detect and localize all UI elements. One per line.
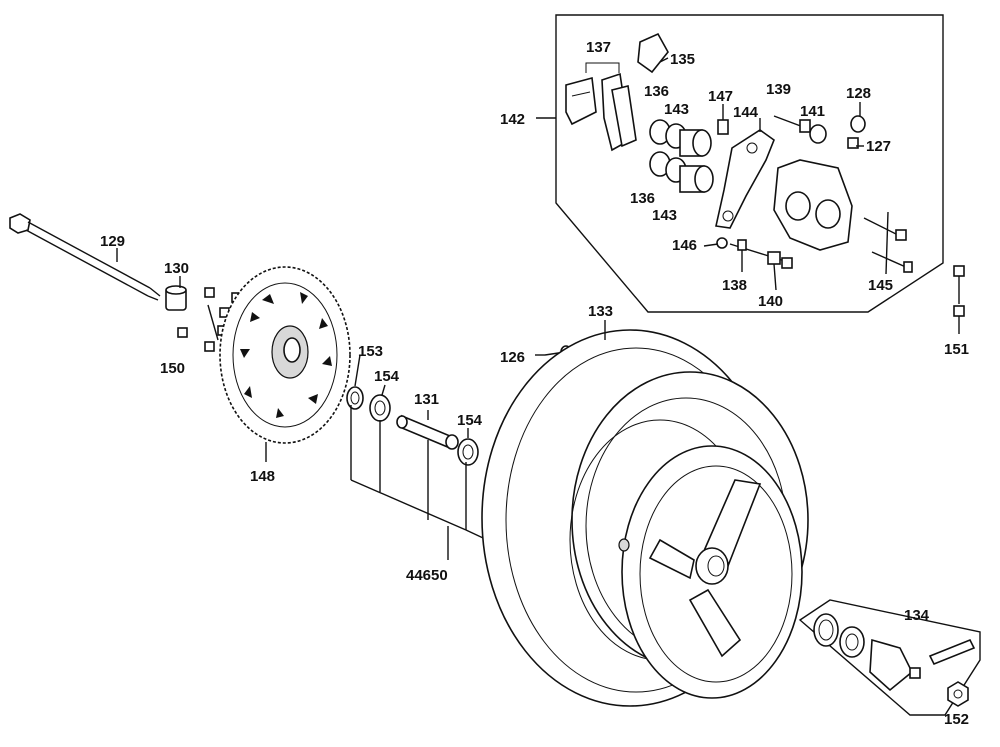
brake-disc-drawing (219, 266, 351, 444)
label-141: 141 (800, 103, 825, 120)
caliper-bolts-drawing (953, 265, 965, 334)
caliper-box (536, 14, 944, 313)
label-154a: 154 (374, 368, 400, 385)
leader-lines (116, 211, 889, 462)
label-140: 140 (758, 293, 783, 310)
label-148: 148 (250, 468, 275, 485)
pistons-drawing (649, 119, 714, 193)
label-133: 133 (588, 303, 613, 320)
label-147: 147 (708, 88, 733, 105)
label-leaders (659, 57, 864, 291)
axle-nut-drawing (947, 681, 969, 707)
label-144: 144 (733, 104, 759, 121)
label-143b: 143 (652, 207, 677, 224)
label-128: 128 (846, 85, 871, 102)
label-137: 137 (586, 39, 611, 56)
part-labels: 129 130 150 148 153 154 131 154 44650 12… (100, 39, 969, 728)
label-130: 130 (164, 260, 189, 277)
label-138: 138 (722, 277, 747, 294)
label-152: 152 (944, 711, 969, 728)
label-126: 126 (500, 349, 525, 366)
label-146: 146 (672, 237, 697, 254)
bearings-drawing (346, 386, 479, 466)
pin-bolt-drawing (773, 115, 827, 144)
label-154b: 154 (457, 412, 483, 429)
label-136a: 136 (644, 83, 669, 100)
wheel-drawing (481, 329, 809, 707)
label-136b: 136 (630, 190, 655, 207)
bleed-bolt-drawing (717, 104, 729, 135)
label-139: 139 (766, 81, 791, 98)
label-153: 153 (358, 343, 383, 360)
bracket-drawing (715, 118, 775, 229)
pad-pin-drawing (871, 251, 913, 273)
brake-pads-drawing (565, 62, 637, 152)
label-134: 134 (904, 607, 930, 624)
label-135: 135 (670, 51, 695, 68)
gearbox-drawing (798, 599, 981, 716)
axle-drawing (9, 213, 161, 301)
label-151: 151 (944, 341, 969, 358)
label-127: 127 (866, 138, 891, 155)
collar-drawing (165, 285, 187, 311)
label-150: 150 (160, 360, 185, 377)
label-129: 129 (100, 233, 125, 250)
label-44650: 44650 (406, 567, 448, 584)
slide-pin-drawing (716, 237, 793, 269)
label-143a: 143 (664, 101, 689, 118)
pad-spring-drawing (637, 32, 669, 74)
label-142: 142 (500, 111, 525, 128)
label-145: 145 (868, 277, 893, 294)
label-131: 131 (414, 391, 439, 408)
bleeder-drawing (847, 102, 866, 149)
caliper-body-drawing (773, 159, 907, 251)
